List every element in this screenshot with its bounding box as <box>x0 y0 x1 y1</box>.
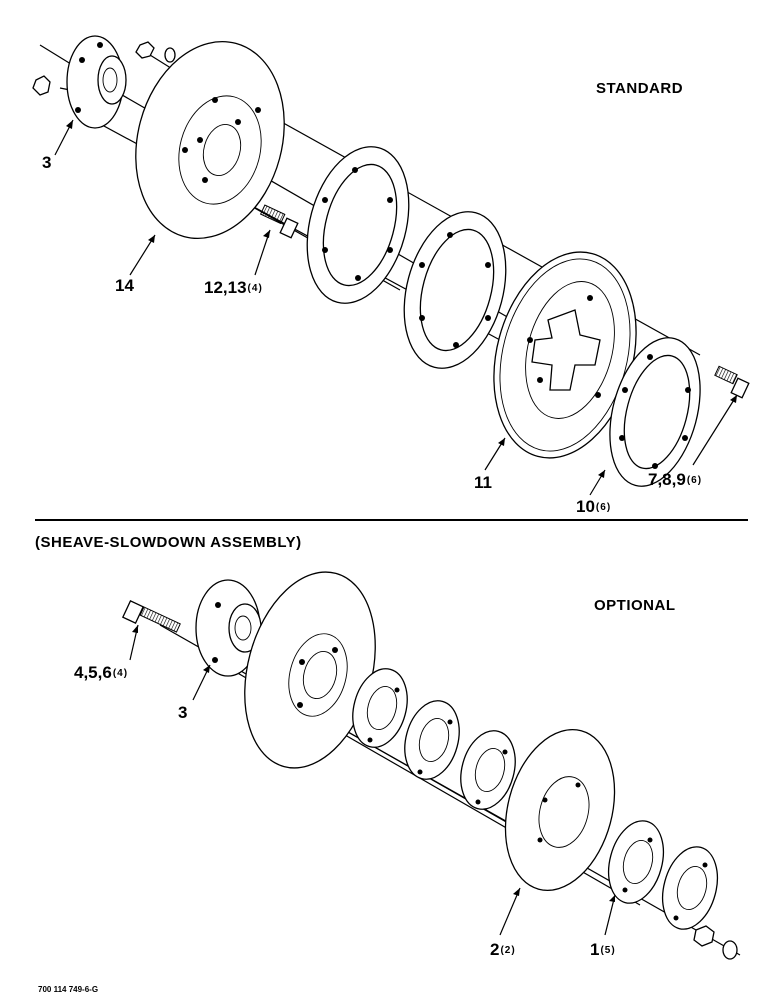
callout-2: 2(2) <box>490 940 516 959</box>
optional-label: OPTIONAL <box>594 597 676 614</box>
disc-part-14 <box>135 40 285 240</box>
friction-ring-2 <box>403 211 507 369</box>
assembly-title: (SHEAVE-SLOWDOWN ASSEMBLY) <box>35 534 302 551</box>
callout-3-optional: 3 <box>178 703 188 722</box>
callout-7-8-9: 7,8,9(6) <box>648 470 703 489</box>
sheave-part-11 <box>493 251 637 459</box>
standard-label: STANDARD <box>596 80 684 97</box>
leader-arrows-optional <box>129 624 616 936</box>
callout-10: 10(6) <box>576 497 612 516</box>
hub-part-3-optional <box>195 579 262 677</box>
nut-icon-bottom <box>693 925 738 960</box>
callout-11: 11 <box>474 473 492 492</box>
hub-part-3 <box>66 35 127 129</box>
ring-part-1b <box>661 846 719 930</box>
ring-part-1 <box>607 820 665 904</box>
figure-reference: 700 114 749-6-G <box>38 985 99 994</box>
bolt-part-12-13 <box>259 204 299 239</box>
standard-assembly <box>32 35 750 496</box>
nut-icon <box>32 41 176 96</box>
disc-part-2 <box>504 729 616 891</box>
callout-4-5-6: 4,5,6(4) <box>74 663 129 682</box>
friction-ring <box>306 146 410 304</box>
optional-assembly <box>121 571 741 960</box>
spacer-ring-2 <box>404 700 460 780</box>
callout-3-standard: 3 <box>42 153 52 172</box>
ring-part-10 <box>609 337 701 487</box>
callout-12-13: 12,13(4) <box>204 278 263 297</box>
callout-14: 14 <box>115 276 134 295</box>
leader-arrows-standard <box>54 119 738 496</box>
callout-1: 1(5) <box>590 940 616 959</box>
spacer-ring-1 <box>352 668 408 748</box>
spacer-ring-3 <box>460 730 516 810</box>
bolt-part-4-5-6 <box>121 600 181 633</box>
bolt-part-7-8-9 <box>714 365 750 399</box>
